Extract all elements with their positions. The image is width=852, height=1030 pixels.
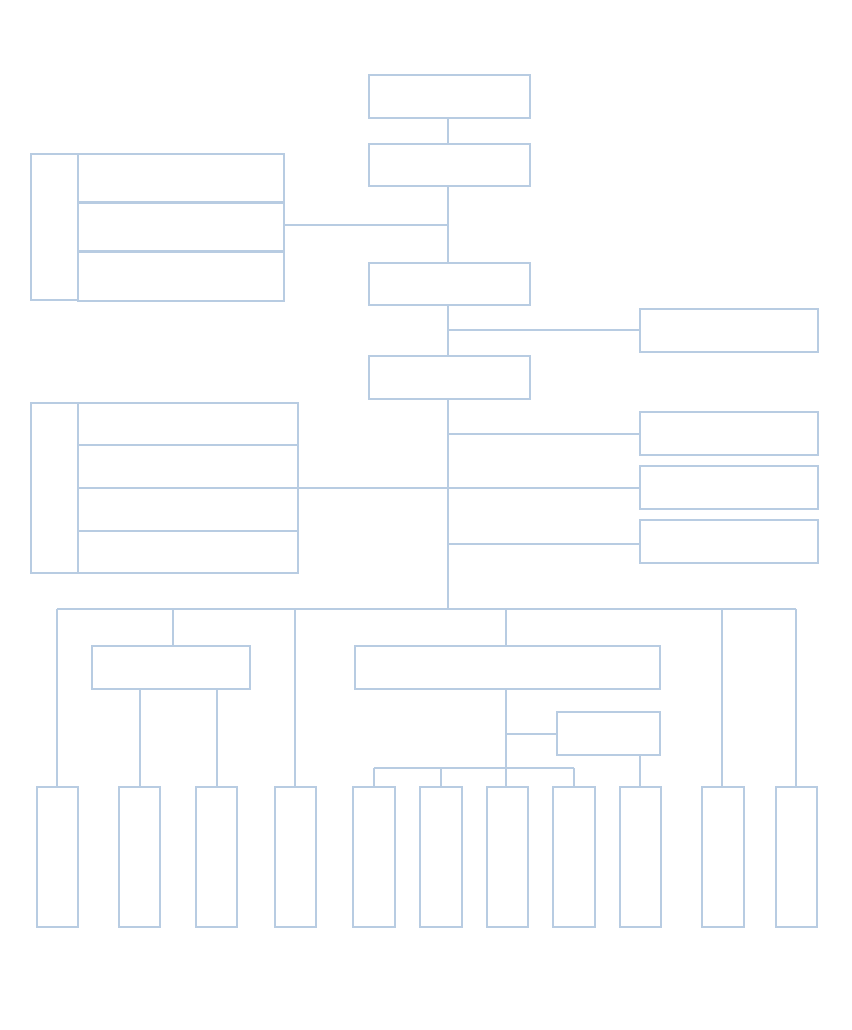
node-mid-2: [354, 645, 661, 690]
left-group-1-row-2: [77, 202, 285, 252]
middle-level: [91, 645, 661, 756]
node-mid-1: [91, 645, 251, 690]
node-right-3: [639, 465, 819, 510]
node-top-1: [368, 74, 531, 119]
node-mid-3: [556, 711, 661, 756]
right-boxes: [639, 308, 819, 564]
node-right-4: [639, 519, 819, 564]
connectors: [56, 118, 797, 787]
left-group-2-row-4: [77, 530, 299, 574]
node-bottom-5: [352, 786, 396, 928]
node-bottom-7: [486, 786, 529, 928]
left-group-1-row-3: [77, 251, 285, 302]
left-group-2-row-1: [77, 402, 299, 446]
node-bottom-11: [775, 786, 818, 928]
node-bottom-4: [274, 786, 317, 928]
node-top-3: [368, 262, 531, 306]
left-group-1: [30, 153, 285, 302]
node-bottom-6: [419, 786, 463, 928]
left-group-2: [30, 402, 299, 574]
node-top-4: [368, 355, 531, 400]
node-right-1: [639, 308, 819, 353]
left-group-2-label-box: [30, 402, 79, 574]
node-right-2: [639, 411, 819, 456]
bottom-level: [36, 786, 818, 928]
top-chain: [368, 74, 531, 400]
left-group-1-label-box: [30, 153, 79, 301]
node-bottom-2: [118, 786, 161, 928]
left-group-2-row-2: [77, 444, 299, 489]
node-bottom-8: [552, 786, 596, 928]
left-group-2-row-3: [77, 487, 299, 532]
node-bottom-3: [195, 786, 238, 928]
node-bottom-9: [619, 786, 662, 928]
node-top-2: [368, 143, 531, 187]
node-bottom-10: [701, 786, 745, 928]
left-group-1-row-1: [77, 153, 285, 203]
node-bottom-1: [36, 786, 79, 928]
